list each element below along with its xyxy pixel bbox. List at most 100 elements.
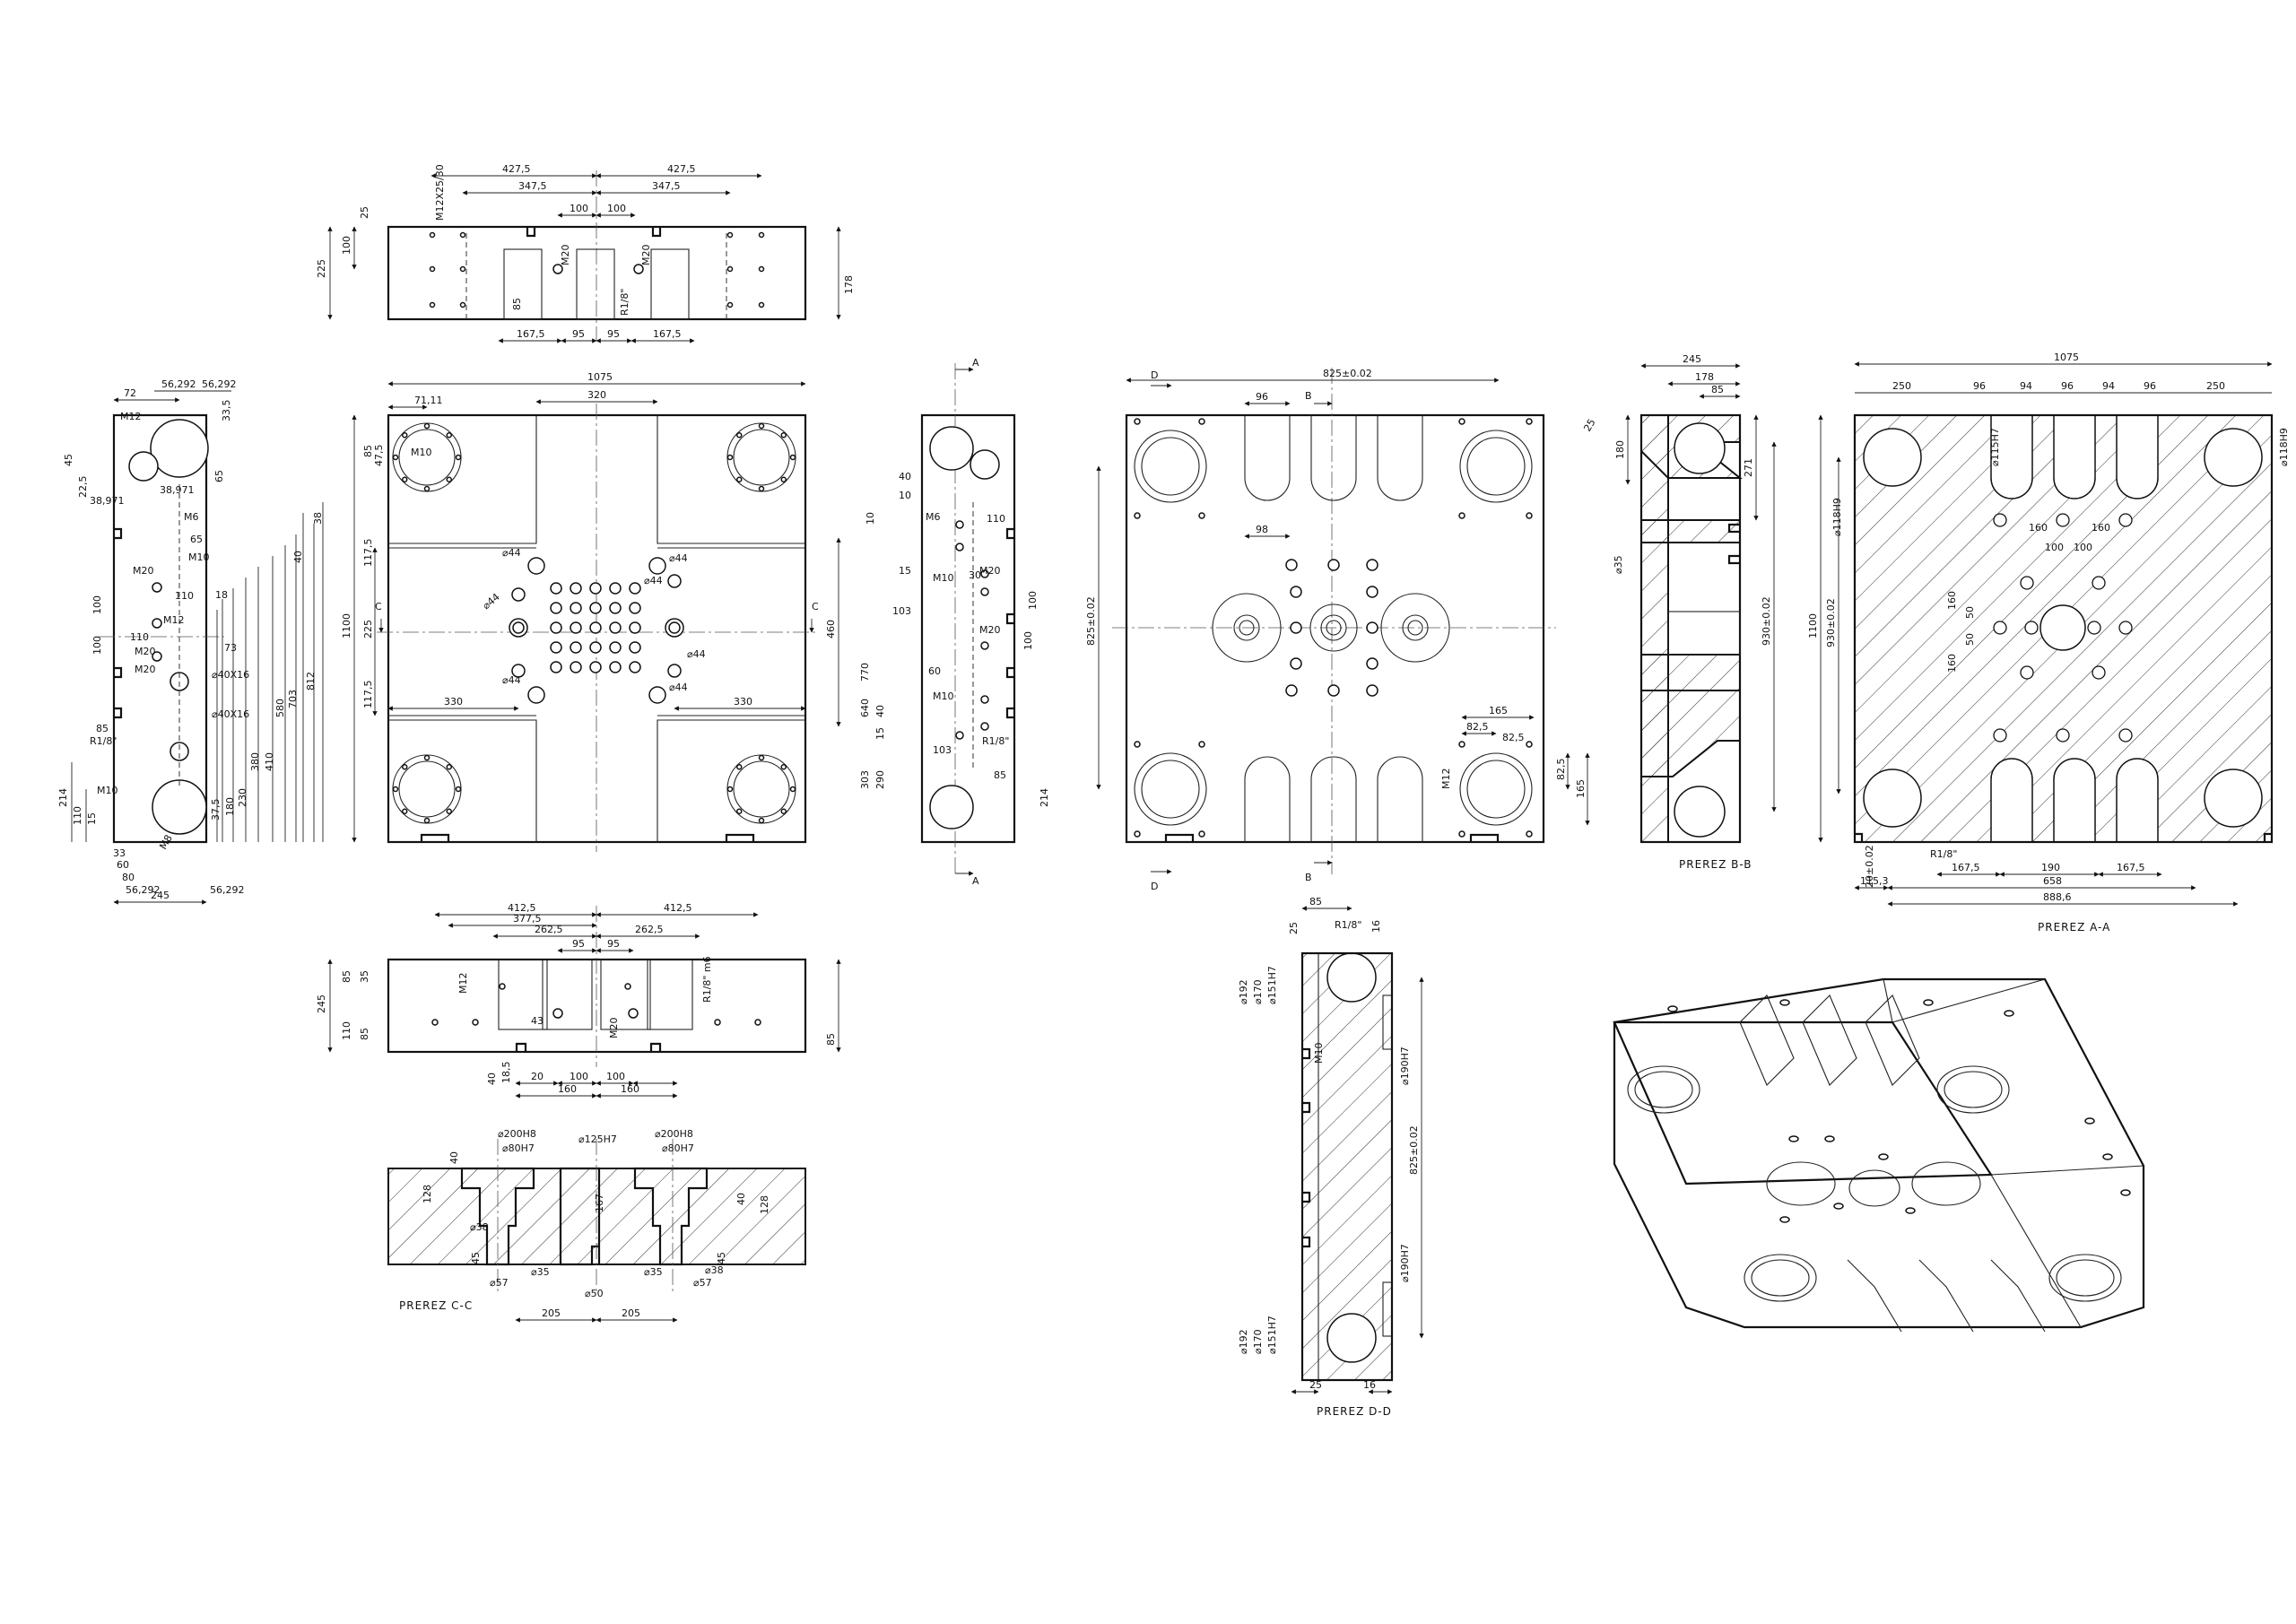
- side-a-dim: 60: [928, 665, 941, 677]
- dim-825-top: 825±0.02: [1323, 368, 1372, 379]
- dim-167: 167: [594, 1194, 605, 1212]
- dim-25-bottom: 25: [1309, 1379, 1322, 1391]
- small-bore: [2024, 621, 2039, 635]
- title-prerez-d-d: PREREZ D-D: [1317, 1405, 1392, 1418]
- slot-top: [2116, 414, 2159, 499]
- section-a-inner-dim: 50: [1964, 633, 1976, 646]
- dim-205-right: 205: [622, 1307, 640, 1319]
- bolt-hole: [402, 432, 408, 439]
- slot-bottom: [2053, 758, 2096, 843]
- grid-hole: [570, 582, 582, 595]
- center-hole: [1290, 657, 1302, 670]
- slot-bottom: [1244, 756, 1291, 842]
- callout-m10-bottom: M10: [97, 785, 118, 796]
- callout-m12-top: M12: [120, 411, 142, 422]
- slot-bottom: [1310, 756, 1357, 842]
- bolt-hole: [726, 786, 734, 793]
- small-hole: [726, 265, 734, 273]
- iso-small-hole: [1923, 999, 1934, 1006]
- small-hole: [980, 695, 989, 704]
- dim-160-left: 160: [558, 1083, 577, 1095]
- corner-hole: [1458, 512, 1465, 519]
- callout-m12-mid: M12: [163, 614, 185, 626]
- small-bore: [2087, 621, 2101, 635]
- dim-377-5: 377,5: [513, 913, 542, 925]
- small-bore: [1993, 621, 2007, 635]
- section-a-inner-dim: 160: [2029, 522, 2048, 534]
- side-a-dim: 30: [969, 569, 981, 581]
- side-a-callout: M10: [933, 690, 954, 702]
- section-mark-c-left: C: [375, 601, 382, 612]
- section-mark-b-bottom: B: [1305, 872, 1312, 883]
- left-view-dim: 380: [249, 752, 261, 771]
- dim-262-5-left: 262,5: [535, 924, 563, 935]
- isometric-view: [1613, 977, 2145, 1333]
- left-view-dim: 37,5: [210, 799, 222, 821]
- side-a-dim: 100: [1022, 631, 1034, 650]
- callout-dia57-right: ⌀57: [693, 1277, 712, 1289]
- grid-hole: [589, 661, 602, 673]
- dim-71-11: 71,11: [414, 395, 443, 406]
- iso-small-hole: [1824, 1135, 1835, 1142]
- section-mark-a-top: A: [972, 357, 979, 369]
- bolt-hole: [423, 422, 430, 430]
- dim-56-292-top-right: 56,292: [202, 378, 237, 390]
- grid-hole: [550, 582, 562, 595]
- grid-hole: [570, 621, 582, 634]
- dim-245: 245: [151, 890, 170, 901]
- corner-hole: [1526, 512, 1533, 519]
- dim-38-971-right: 38,971: [160, 484, 195, 496]
- bolt-hole: [446, 476, 452, 482]
- left-view-dim: 230: [237, 788, 248, 807]
- corner-hole: [1134, 830, 1141, 838]
- section-mark-a-bottom: A: [972, 875, 979, 887]
- side-a-dim: 103: [933, 744, 952, 756]
- bolt-hole: [736, 808, 743, 814]
- callout-dia44-7: ⌀44: [669, 682, 688, 693]
- dim-110-mid: 110: [175, 590, 194, 602]
- callout-r1-8: R1/8": [90, 735, 117, 747]
- callout-m10: M10: [188, 551, 210, 563]
- callout-dia35-left: ⌀35: [531, 1266, 550, 1278]
- grid-hole: [629, 582, 641, 595]
- dim-100-right: 100: [606, 1071, 625, 1082]
- left-view-dim: 180: [224, 797, 236, 816]
- bolt-hole: [446, 764, 452, 770]
- dim-33-5: 33,5: [221, 400, 232, 422]
- dim-1100: 1100: [341, 613, 352, 638]
- bolt-hole: [780, 476, 787, 482]
- left-view-dim: 580: [274, 699, 286, 717]
- dim-180: 180: [1614, 440, 1626, 459]
- slot-top: [1244, 415, 1291, 501]
- bolt-hole: [736, 476, 743, 482]
- center-hole: [1327, 684, 1340, 697]
- side-a-callout: R1/8": [982, 735, 1009, 747]
- iso-small-hole: [2120, 1189, 2131, 1196]
- dim-320: 320: [587, 389, 606, 401]
- dim-dia192-bottom: ⌀192: [1238, 1329, 1249, 1354]
- grid-hole: [609, 641, 622, 654]
- port-bore: [1863, 769, 1922, 828]
- dim-dia190h7-bottom: ⌀190H7: [1399, 1244, 1411, 1282]
- bolt-hole: [446, 432, 452, 439]
- dim-167-5-right: 167,5: [2117, 862, 2145, 873]
- small-hole: [499, 983, 506, 990]
- title-prerez-b-b: PREREZ B-B: [1679, 858, 1752, 871]
- small-bore: [2092, 576, 2106, 590]
- iso-small-hole: [2084, 1117, 2095, 1125]
- bolt-hole: [455, 786, 462, 793]
- dim-82-5-h1: 82,5: [1466, 721, 1489, 733]
- dim-160-right: 160: [621, 1083, 639, 1095]
- corner-hole: [1198, 418, 1205, 425]
- small-hole: [714, 1019, 721, 1026]
- small-bore: [2056, 728, 2070, 743]
- dim-330-left: 330: [444, 696, 463, 708]
- grid-hole: [570, 602, 582, 614]
- callout-dia44-1: ⌀44: [502, 547, 521, 559]
- bolt-hole: [446, 808, 452, 814]
- dim-98: 98: [1256, 524, 1268, 535]
- callout-m10: M10: [411, 447, 432, 458]
- side-a-dim: 214: [1039, 788, 1050, 807]
- bolt-hole: [789, 786, 796, 793]
- dim-1100: 1100: [1807, 613, 1819, 638]
